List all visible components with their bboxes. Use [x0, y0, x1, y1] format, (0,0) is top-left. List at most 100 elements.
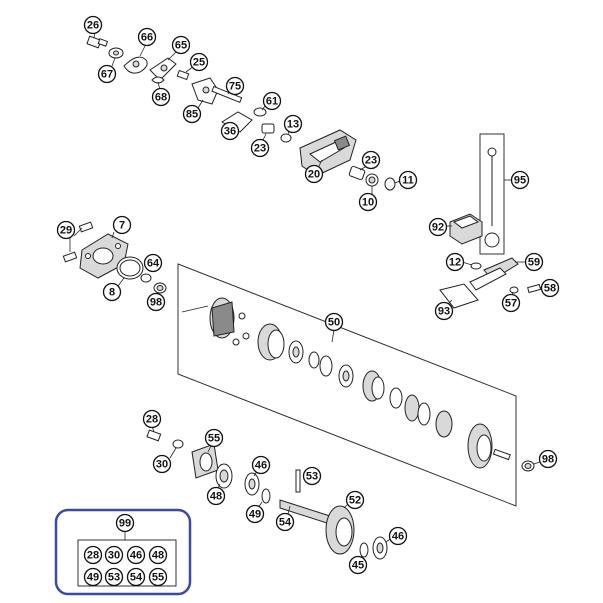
- kit-callout-4-circle: [83, 567, 103, 587]
- callout-c65-label: 65: [175, 40, 187, 52]
- callout-c20: 20: [304, 164, 324, 184]
- kit-callout-6: 54: [126, 567, 146, 587]
- callout-c93-label: 93: [438, 306, 450, 318]
- callout-c54-label: 54: [279, 517, 292, 529]
- callout-c49: 49: [245, 504, 265, 524]
- callout-c92-label: 92: [432, 222, 444, 234]
- callout-c68: 68: [151, 87, 171, 107]
- callout-c53: 53: [302, 466, 322, 486]
- callout-c98a-label: 98: [150, 297, 162, 309]
- callout-c11: 11: [398, 170, 418, 190]
- callout-c99-label: 99: [119, 518, 131, 530]
- callout-c65-circle: [171, 35, 191, 55]
- callout-c12: 12: [445, 252, 465, 272]
- callout-c8-circle: [102, 282, 122, 302]
- callout-c36-circle: [220, 121, 240, 141]
- parts-drawing: [54, 30, 543, 596]
- callout-c52-circle: [345, 490, 365, 510]
- bearing-right-part: [521, 460, 541, 472]
- valve-rod-parts: [446, 133, 512, 255]
- kit-callout-4: 49: [83, 567, 103, 587]
- callout-c55-circle: [204, 428, 224, 448]
- callout-c13-label: 13: [287, 119, 299, 131]
- callout-c98b: 98: [538, 449, 558, 469]
- kit-callout-3-circle: [148, 545, 168, 565]
- callout-c53-circle: [302, 466, 322, 486]
- callout-c55: 55: [204, 428, 224, 448]
- callout-c57-label: 57: [505, 298, 517, 310]
- callout-c95-circle: [510, 170, 530, 190]
- callout-c66: 66: [137, 27, 157, 47]
- callout-c57: 57: [501, 293, 521, 313]
- callout-c67: 67: [97, 64, 117, 84]
- callout-c64-label: 64: [147, 258, 160, 270]
- lever-cluster-parts: [439, 257, 543, 309]
- callout-c75-label: 75: [229, 81, 241, 93]
- callout-c46a: 46: [251, 455, 271, 475]
- callout-c28-circle: [142, 409, 162, 429]
- callout-c26a-circle: [83, 15, 103, 35]
- callout-c53-label: 53: [306, 471, 318, 483]
- kit-callout-0-circle: [83, 545, 103, 565]
- kit-callout-6-label: 54: [130, 572, 143, 584]
- callout-c29-label: 29: [60, 225, 72, 237]
- callout-c59-label: 59: [528, 257, 540, 269]
- callout-c30-label: 30: [156, 459, 168, 471]
- callout-c50-label: 50: [328, 317, 340, 329]
- callout-c30: 30: [152, 454, 172, 474]
- kit-callout-2-label: 46: [130, 550, 142, 562]
- callout-c13: 13: [283, 114, 303, 134]
- kit-callout-5: 53: [104, 567, 124, 587]
- callout-c57-circle: [501, 293, 521, 313]
- callout-c67-circle: [97, 64, 117, 84]
- callout-c85-circle: [182, 104, 202, 124]
- callout-c95: 95: [510, 170, 530, 190]
- callout-c52: 52: [345, 490, 365, 510]
- kit-callout-5-circle: [104, 567, 124, 587]
- callout-c25-circle: [189, 52, 209, 72]
- callout-c54-circle: [275, 512, 295, 532]
- callout-c92-circle: [428, 217, 448, 237]
- kit-callout-6-circle: [126, 567, 146, 587]
- callout-c48: 48: [206, 486, 226, 506]
- callout-c48-circle: [206, 486, 226, 506]
- callout-c36-label: 36: [224, 126, 236, 138]
- kit-callout-1-label: 30: [108, 550, 120, 562]
- callout-c98b-label: 98: [542, 454, 554, 466]
- callout-c7: 7: [112, 215, 132, 235]
- callout-c92: 92: [428, 217, 448, 237]
- kit-callout-7: 55: [148, 567, 168, 587]
- kit-callout-1: 30: [104, 545, 124, 565]
- callout-c61-circle: [262, 91, 282, 111]
- callout-c58-label: 58: [544, 283, 556, 295]
- kit-callout-4-label: 49: [87, 572, 99, 584]
- callout-c45: 45: [348, 555, 368, 575]
- callout-c75: 75: [225, 76, 245, 96]
- callout-c26a: 26: [83, 15, 103, 35]
- kit-callout-3: 48: [148, 545, 168, 565]
- callout-c23a: 23: [250, 138, 270, 158]
- callout-c23b-circle: [361, 150, 381, 170]
- callout-c26a-label: 26: [87, 20, 99, 32]
- callout-c99: 99: [115, 513, 135, 533]
- callout-c93-circle: [434, 301, 454, 321]
- callout-c8-label: 8: [109, 287, 115, 299]
- callout-c64-circle: [143, 253, 163, 273]
- callout-c61-label: 61: [266, 96, 278, 108]
- callout-c66-label: 66: [141, 32, 153, 44]
- callout-c67-label: 67: [101, 69, 113, 81]
- callout-c45-circle: [348, 555, 368, 575]
- kit-callout-0-label: 28: [87, 550, 99, 562]
- callout-c23a-circle: [250, 138, 270, 158]
- callout-c85: 85: [182, 104, 202, 124]
- kit-callout-2-circle: [126, 545, 146, 565]
- callout-c48-label: 48: [210, 491, 222, 503]
- repair-kit-frame: [54, 508, 192, 596]
- callout-c20-circle: [304, 164, 324, 184]
- callout-c13-circle: [283, 114, 303, 134]
- callout-c55-label: 55: [208, 433, 220, 445]
- callout-c58-circle: [540, 278, 560, 298]
- callout-c99-circle: [115, 513, 135, 533]
- callout-c52-label: 52: [349, 495, 361, 507]
